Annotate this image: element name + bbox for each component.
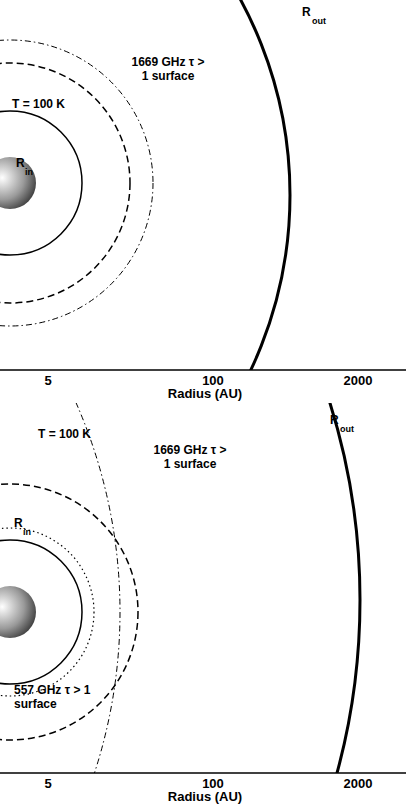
inner-radius-subscript: in <box>25 167 33 177</box>
protostar <box>0 157 36 209</box>
inner-radius-subscript: in <box>23 527 31 537</box>
axis-title: Radius (AU) <box>168 790 242 805</box>
outer-radius-subscript: out <box>340 424 354 434</box>
inner-radius <box>0 111 82 255</box>
radius-axis <box>0 772 406 774</box>
surface-label: 1669 GHz τ > 1 surface <box>130 56 206 84</box>
tick-label: 5 <box>44 374 51 389</box>
inner-radius-label: R <box>14 517 23 531</box>
tick-label: 5 <box>44 777 51 792</box>
optical-depth-surface <box>0 40 153 326</box>
outer-radius <box>0 0 290 370</box>
protostar <box>0 586 36 638</box>
outer-radius <box>0 403 360 773</box>
surface-label: 1669 GHz τ > 1 surface <box>150 444 230 472</box>
bottom-panel <box>0 403 360 773</box>
tick-label: 2000 <box>344 777 373 792</box>
inner-radius <box>0 540 82 684</box>
radius-axis <box>0 369 406 371</box>
tick-label: 2000 <box>344 374 373 389</box>
optical-depth-surface-557 <box>0 528 94 696</box>
outer-radius-subscript: out <box>312 16 326 26</box>
optical-depth-surface-1669 <box>0 403 120 773</box>
top-panel <box>0 0 290 370</box>
axis-title: Radius (AU) <box>168 387 242 402</box>
temperature-label: T = 100 K <box>12 98 65 112</box>
outer-radius-label: R <box>330 414 339 428</box>
temperature-label: T = 100 K <box>38 428 91 442</box>
surface-label: 557 GHz τ > 1 surface <box>14 684 104 712</box>
temperature-contour <box>0 63 130 303</box>
temperature-contour <box>0 484 138 740</box>
outer-radius-label: R <box>302 6 311 20</box>
inner-radius-label: R <box>16 157 25 171</box>
